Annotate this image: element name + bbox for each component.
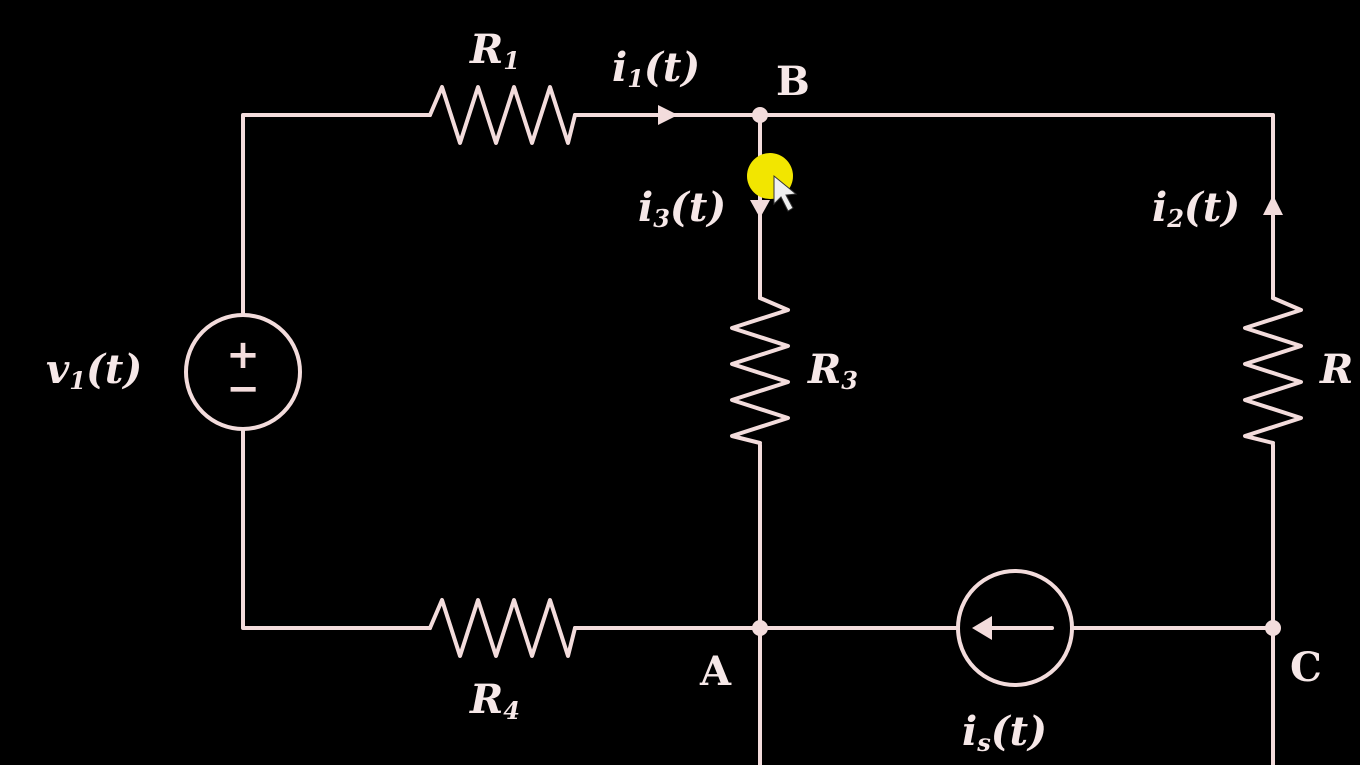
node-a-dot: [752, 620, 768, 636]
label-i2-name: i: [1152, 184, 1168, 231]
label-v1-arg: (t): [85, 346, 143, 393]
label-i2: i2(t): [1152, 188, 1240, 231]
label-is-name: i: [962, 708, 978, 755]
label-is: is(t): [962, 712, 1047, 755]
label-i2-sub: 2: [1167, 204, 1184, 233]
label-r4-name: R: [470, 676, 504, 723]
label-r4: R4: [470, 680, 520, 723]
label-i1: i1(t): [612, 48, 700, 91]
node-b-label: B: [776, 58, 810, 105]
label-i3-arg: (t): [669, 184, 727, 231]
label-v1-name: v: [46, 346, 70, 393]
node-c-label: C: [1290, 644, 1322, 691]
label-i1-sub: 1: [627, 64, 644, 93]
resistor-r4-symbol: [428, 598, 577, 658]
node-a-label: A: [700, 648, 732, 695]
label-i2-arg: (t): [1183, 184, 1241, 231]
label-i3-sub: 3: [653, 204, 670, 233]
i1-arrow-icon: [658, 105, 678, 125]
label-r1-sub: 1: [503, 46, 520, 75]
label-r3-sub: 3: [841, 366, 858, 395]
current-source-is: [956, 569, 1074, 687]
resistor-r1-symbol: [428, 85, 577, 145]
label-i1-arg: (t): [643, 44, 701, 91]
label-i3: i3(t): [638, 188, 726, 231]
label-r2-name: R: [1320, 346, 1354, 393]
mouse-cursor-icon: [773, 174, 798, 212]
node-c-dot: [1265, 620, 1281, 636]
label-is-sub: s: [977, 728, 991, 757]
wire-top-left: [241, 113, 432, 317]
label-r1: R1: [470, 30, 520, 73]
label-r4-sub: 4: [503, 696, 520, 725]
i3-arrow-icon: [750, 200, 770, 218]
resistor-r3-symbol: [730, 296, 790, 445]
label-r3: R3: [808, 350, 858, 393]
i2-arrow-icon: [1263, 195, 1283, 215]
label-v1: v1(t): [46, 350, 142, 393]
voltage-source-plus: +: [226, 332, 260, 378]
wire-top: [573, 113, 1275, 300]
voltage-source-minus: −: [226, 366, 260, 412]
label-r2: R: [1320, 350, 1353, 393]
current-source-arrowhead: [972, 616, 992, 640]
label-i3-name: i: [638, 184, 654, 231]
resistor-r2-symbol: [1243, 296, 1303, 445]
label-v1-sub: 1: [69, 366, 86, 395]
label-i1-name: i: [612, 44, 628, 91]
label-r1-name: R: [470, 26, 504, 73]
wire-bottom-left: [241, 427, 432, 630]
node-b-dot: [752, 107, 768, 123]
label-r3-name: R: [808, 346, 842, 393]
label-is-arg: (t): [990, 708, 1048, 755]
voltage-source-v1: [184, 313, 302, 431]
